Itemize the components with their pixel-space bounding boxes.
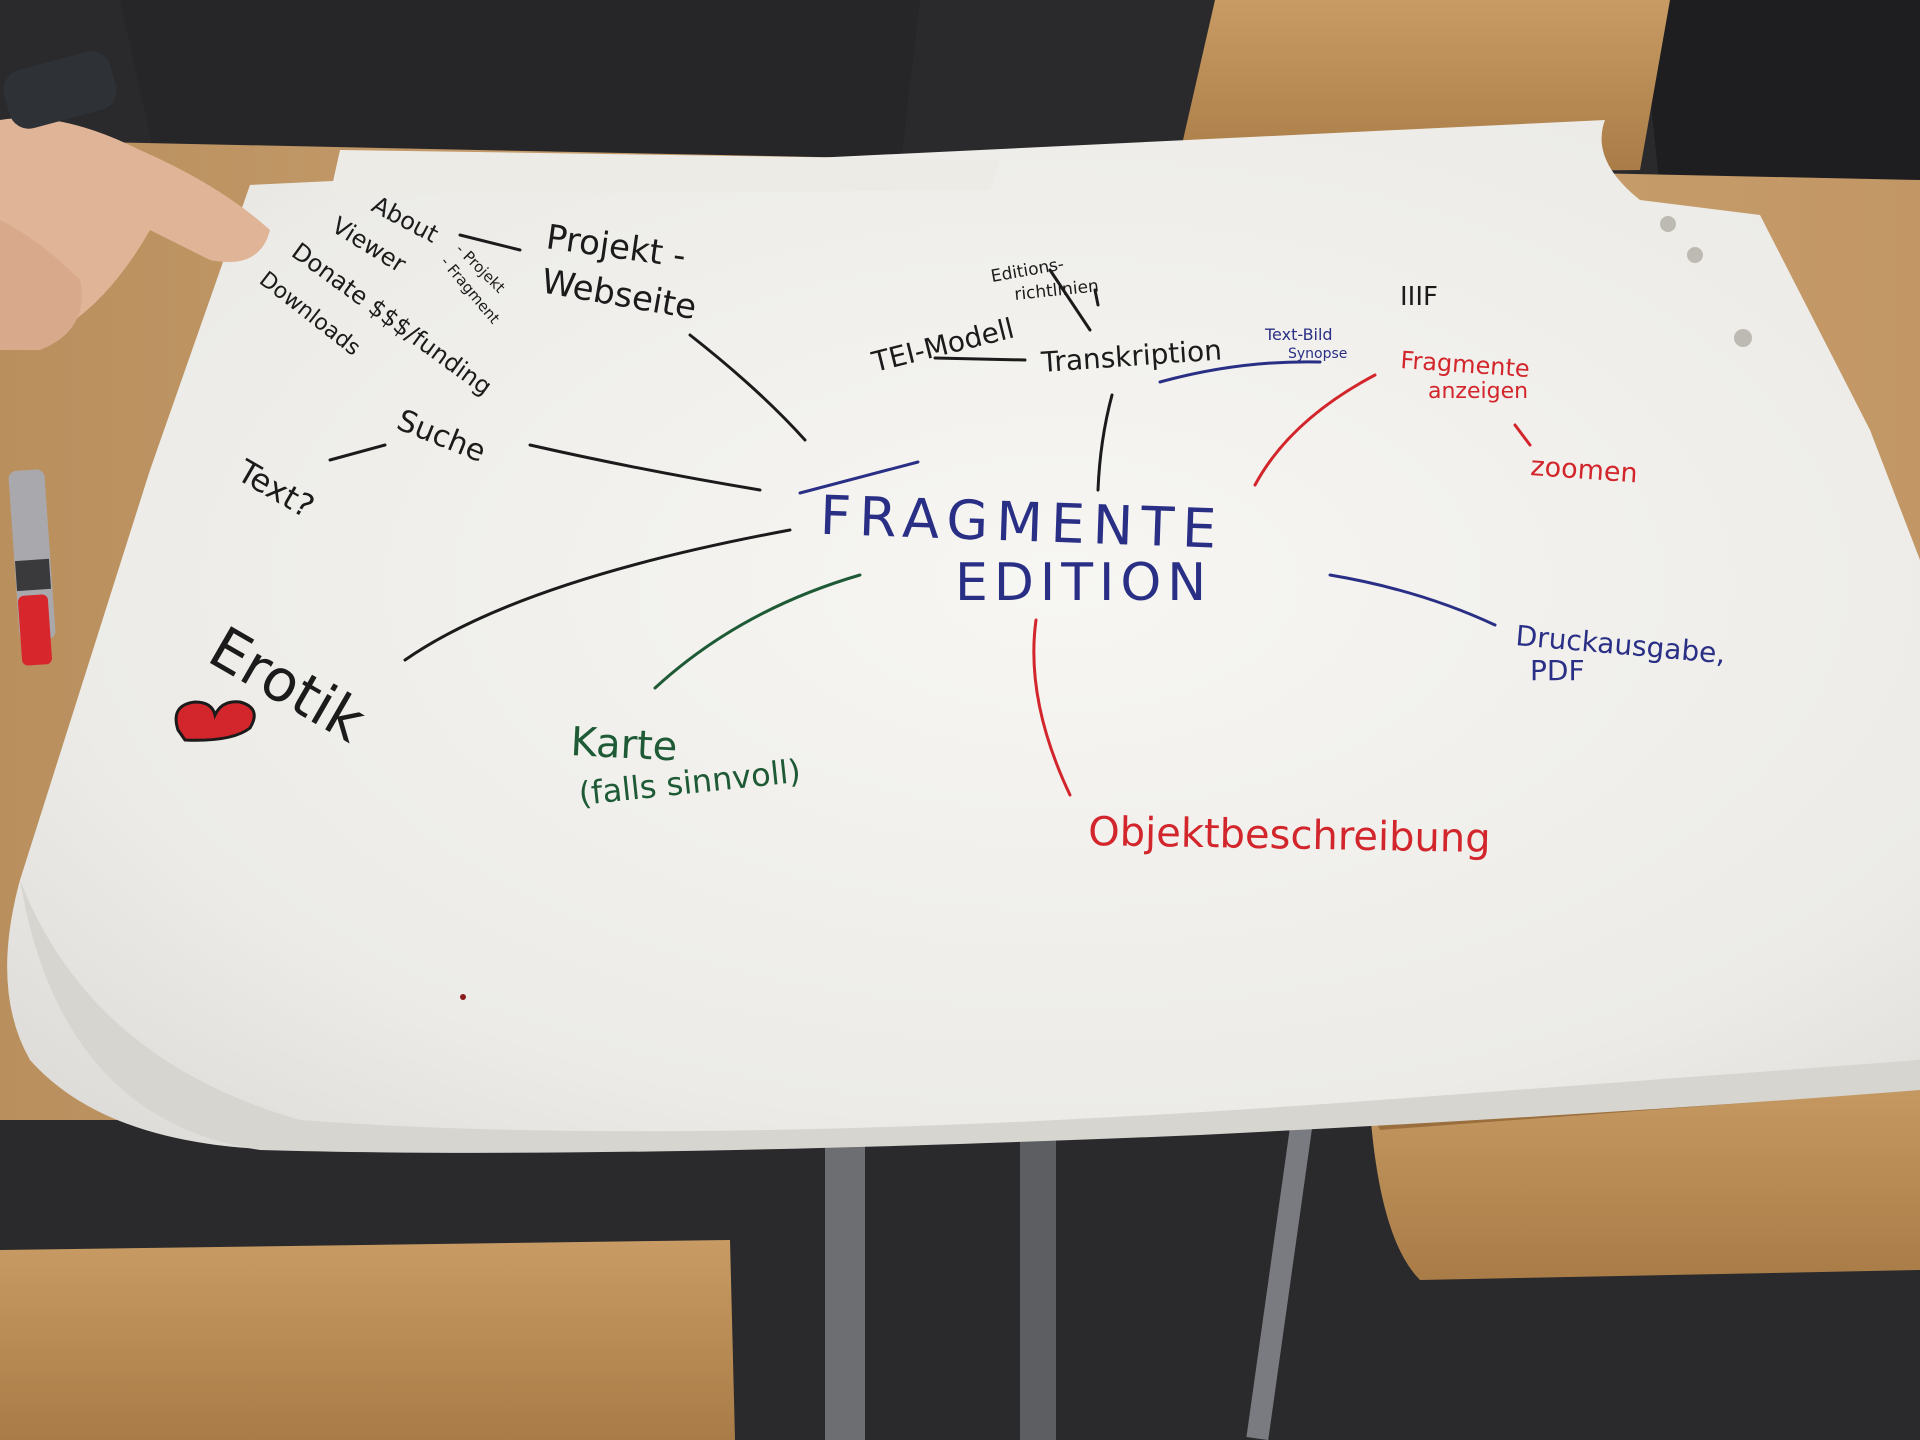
binder-hole [1660, 216, 1676, 232]
line-karte [653, 573, 862, 690]
person-clothing [120, 0, 920, 180]
label-karte-line1: Karte [569, 719, 678, 771]
label-zoomen: zoomen [1530, 451, 1639, 489]
paper-sheet-under [330, 150, 1000, 195]
chair-seat-bottom-left [0, 1240, 735, 1440]
line-textbild [1158, 360, 1322, 384]
label-iiif: IIIF [1400, 282, 1438, 312]
line-transkription [1096, 393, 1114, 492]
person-clothing-right [1640, 0, 1920, 200]
heart-icon [174, 700, 256, 742]
ink-dot [460, 994, 466, 1000]
table-leg [825, 1100, 865, 1440]
line-about [458, 233, 522, 252]
line-druckausgabe [1328, 573, 1497, 627]
line-editionsrichtlinien [1048, 268, 1092, 332]
label-objektbeschreibung: Objektbeschreibung [1088, 809, 1491, 862]
center-title-line1: FRAGMENTE [819, 484, 1225, 561]
line-text [328, 443, 387, 462]
binder-hole [1734, 329, 1752, 347]
binder-hole [1687, 247, 1703, 263]
line-center-overline [798, 460, 920, 495]
line-tei [933, 356, 1027, 362]
paper-curl-shadow [20, 880, 1920, 1153]
table-leg [1020, 1100, 1056, 1440]
line-fragmente-anzeigen [1253, 373, 1377, 487]
label-druckausgabe-line2: PDF [1530, 654, 1585, 687]
line-projekt [688, 333, 807, 442]
hand [0, 51, 270, 350]
chair-seat-bottom-right [1370, 1070, 1920, 1280]
watch-icon [3, 51, 117, 129]
marker-pen-icon [8, 469, 56, 666]
label-fragmente-anzeigen-line2: anzeigen [1428, 379, 1528, 404]
line-zoomen [1513, 423, 1532, 447]
line-erotik [403, 528, 792, 662]
label-textbild-line1: Text-Bild [1264, 325, 1333, 344]
chair-leg [1246, 1110, 1315, 1440]
line-suche [528, 443, 762, 492]
label-textbild-line2: Synopse [1288, 346, 1347, 362]
line-editions [1093, 288, 1100, 307]
center-title-line2: EDITION [955, 553, 1212, 613]
line-objektbeschreibung [1032, 618, 1072, 797]
flipchart-paper [7, 120, 1920, 1150]
